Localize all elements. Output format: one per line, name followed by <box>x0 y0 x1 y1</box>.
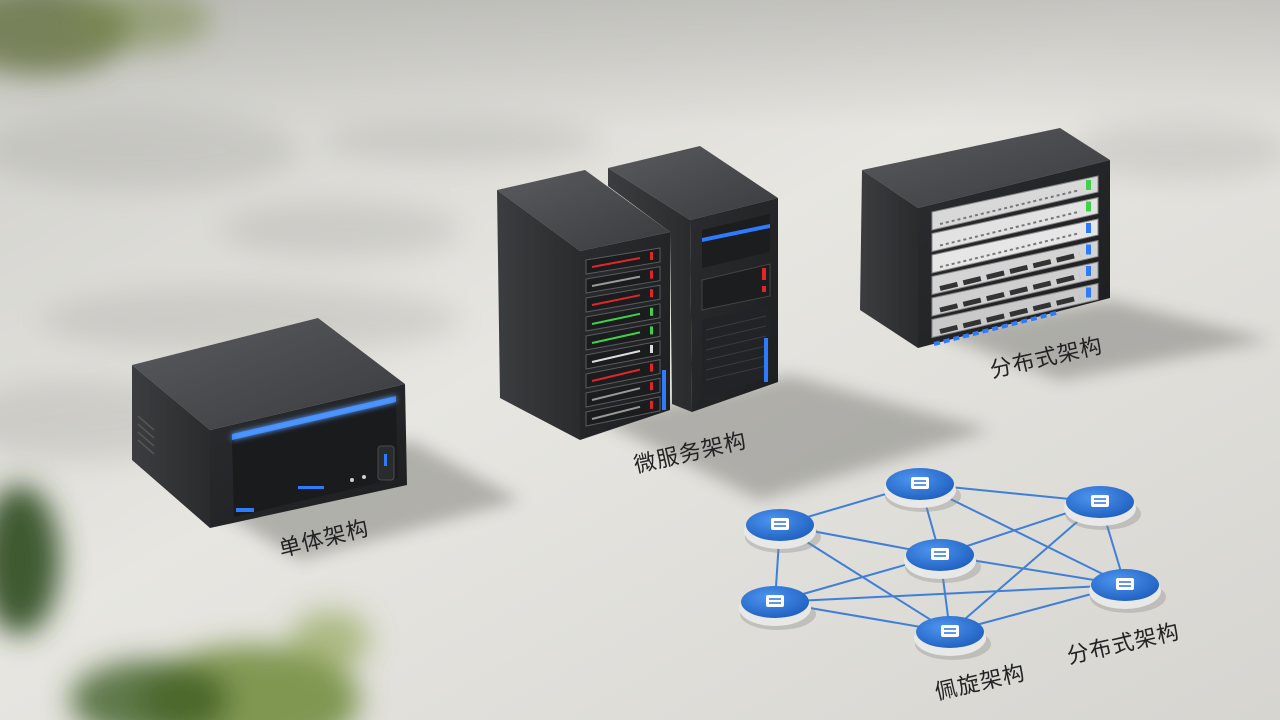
network-node-icon <box>904 539 981 583</box>
network-diagram <box>739 468 1166 660</box>
network-link <box>949 501 1101 633</box>
network-node-icon <box>744 509 821 553</box>
network-node-icon <box>884 468 961 512</box>
network-node-icon <box>1064 486 1141 530</box>
network-node-icon <box>914 616 991 660</box>
rack-server-icon <box>860 128 1110 348</box>
tower-server-icon <box>608 146 778 412</box>
network-link <box>779 524 951 633</box>
network-link <box>919 483 1126 586</box>
network-node-icon <box>1089 569 1166 613</box>
tower-server-icon <box>497 170 670 440</box>
mini-server-icon <box>132 318 407 528</box>
network-node-icon <box>739 586 816 630</box>
network-link <box>774 584 1126 603</box>
